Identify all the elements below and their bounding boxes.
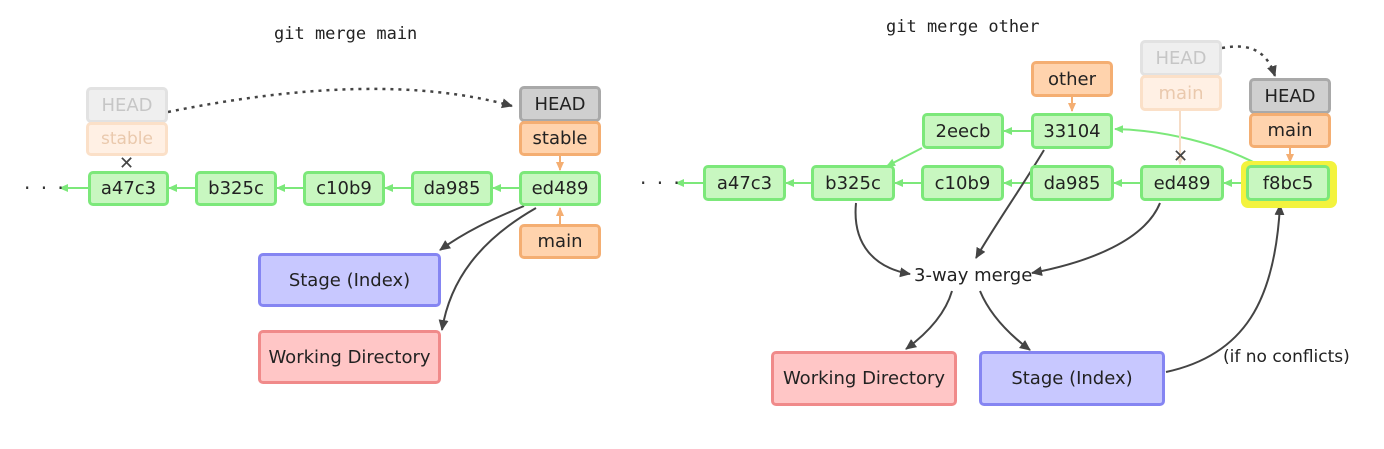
left-ed489-to-workdir-arrow	[438, 207, 537, 331]
left-ellipsis: · · ·	[24, 176, 66, 200]
right-ellipsis: · · ·	[640, 171, 682, 195]
arrow-2eecb-to-b325c	[886, 147, 923, 167]
left-commit-da985: da985	[411, 171, 493, 206]
right-working-directory-box: Working Directory	[771, 351, 957, 406]
left-working-directory-box: Working Directory	[258, 330, 441, 384]
right-old-head-label: HEAD	[1140, 40, 1222, 76]
left-main-branch: main	[519, 224, 601, 259]
left-head-label: HEAD	[519, 86, 601, 122]
three-way-merge-label: 3-way merge	[914, 265, 1033, 286]
left-commit-c10b9: c10b9	[303, 171, 385, 206]
right-main-branch: main	[1249, 113, 1331, 148]
right-commit-ed489: ed489	[1140, 165, 1224, 201]
ed489-to-merge-arrow	[1031, 202, 1161, 277]
merge-to-workdir-arrow	[905, 290, 953, 350]
right-commit-f8bc5: f8bc5	[1246, 165, 1330, 201]
right-commit-da985: da985	[1030, 165, 1114, 201]
right-head-move-arrow	[1221, 45, 1277, 77]
right-parent-arrows	[675, 125, 1269, 187]
right-commit-a47c3: a47c3	[703, 165, 786, 201]
if-no-conflicts-note: (if no conflicts)	[1223, 347, 1350, 367]
left-removed-pointer-mark: ✕	[119, 153, 135, 174]
right-removed-pointer-mark: ✕	[1173, 146, 1189, 167]
right-commit-b325c: b325c	[811, 165, 895, 201]
right-commit-c10b9: c10b9	[921, 165, 1004, 201]
left-stage-index-box: Stage (Index)	[258, 253, 441, 307]
left-commit-a47c3: a47c3	[88, 171, 169, 206]
right-commit-2eecb: 2eecb	[922, 113, 1004, 149]
left-head-move-arrow	[167, 87, 513, 114]
right-other-branch: other	[1031, 61, 1113, 97]
right-head-label: HEAD	[1249, 78, 1331, 114]
33104-to-merge-arrow	[975, 149, 1045, 259]
left-old-stable-branch: stable	[86, 122, 168, 156]
left-ed489-to-stage-arrow	[439, 205, 525, 251]
left-title: git merge main	[274, 24, 418, 44]
left-commit-b325c: b325c	[195, 171, 277, 206]
left-commit-ed489: ed489	[519, 171, 601, 206]
merge-to-stage-arrow	[979, 290, 1031, 351]
right-commit-33104: 33104	[1031, 113, 1113, 149]
right-title: git merge other	[886, 17, 1040, 37]
right-old-main-branch: main	[1140, 75, 1222, 111]
left-old-head-label: HEAD	[86, 87, 168, 123]
b325c-to-merge-arrow	[854, 202, 911, 278]
right-stage-index-box: Stage (Index)	[979, 351, 1165, 406]
stage-to-f8bc5-arrow	[1165, 204, 1285, 373]
left-stable-branch: stable	[519, 121, 601, 156]
